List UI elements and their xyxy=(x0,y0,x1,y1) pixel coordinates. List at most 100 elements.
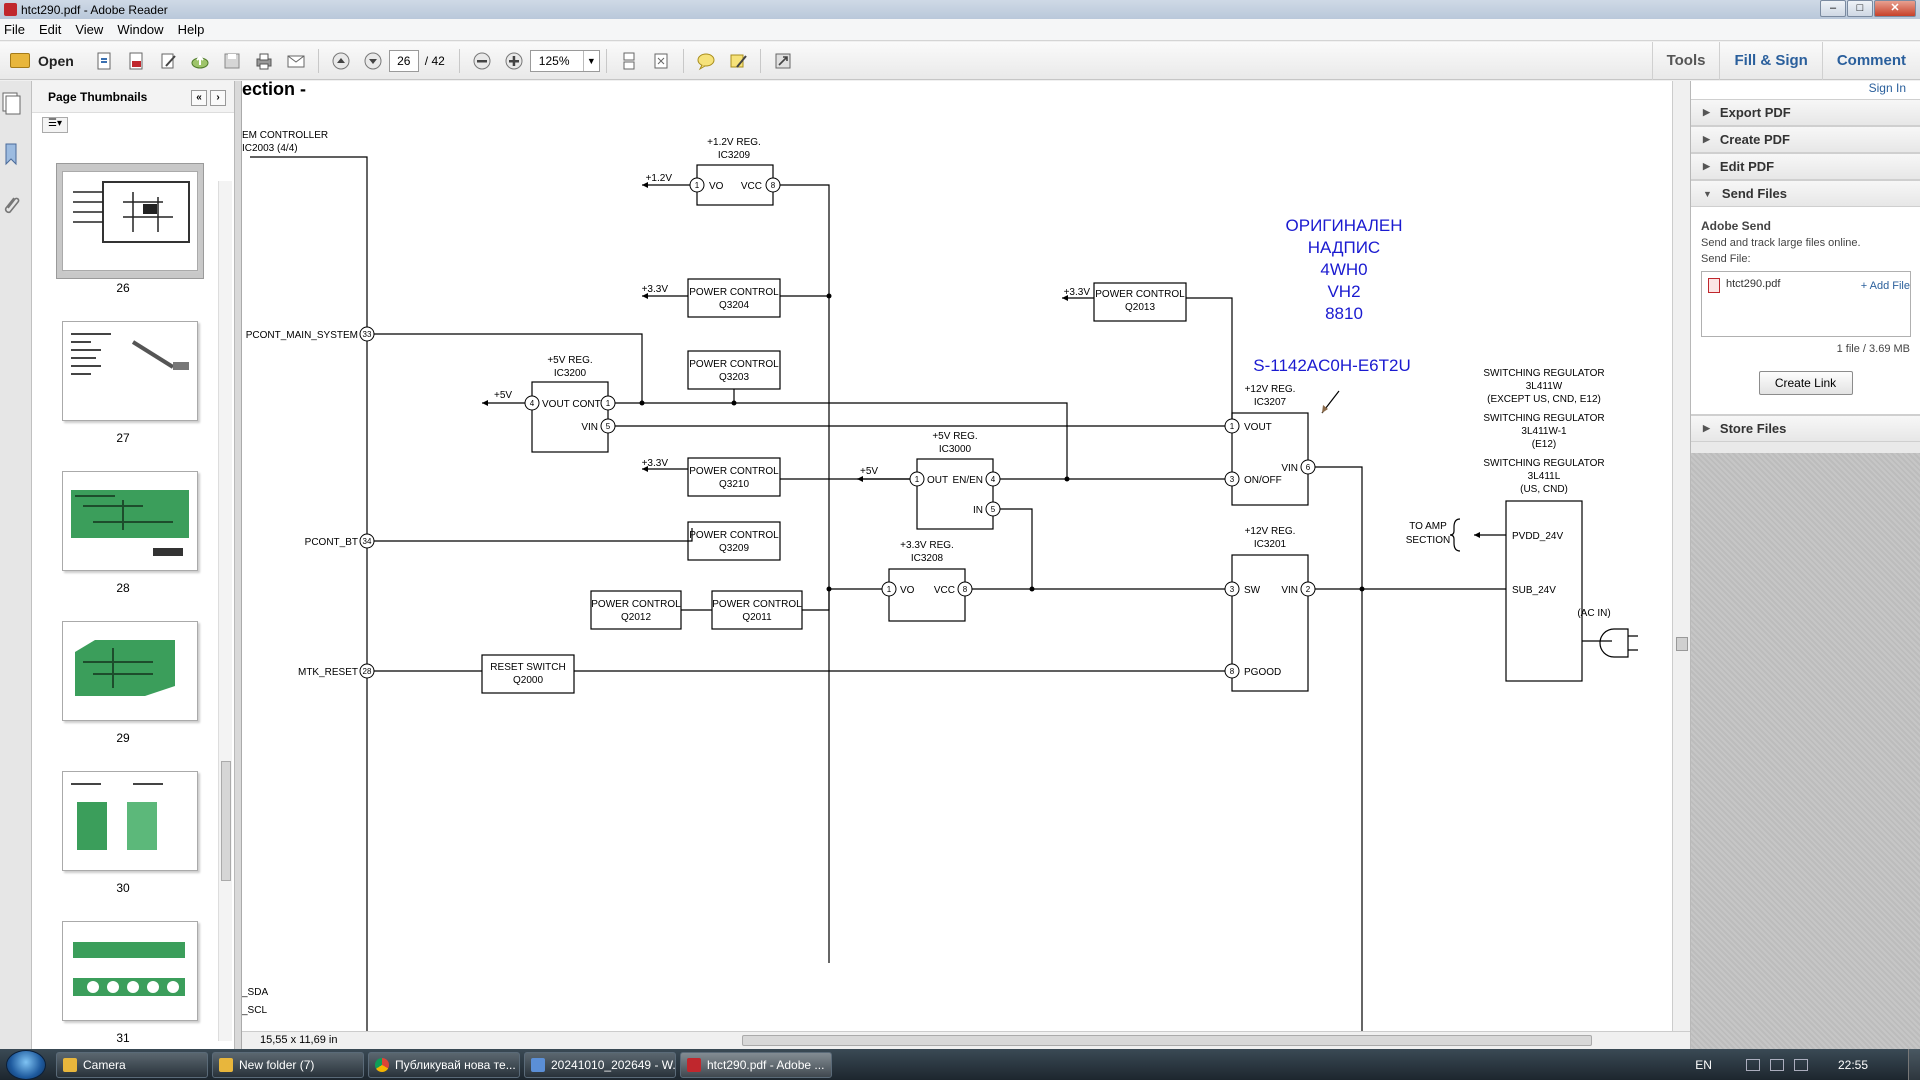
toolbar-separator xyxy=(759,48,761,73)
panel-splitter[interactable] xyxy=(235,81,242,1049)
section-label: Export PDF xyxy=(1719,105,1791,120)
save-icon[interactable] xyxy=(219,48,245,74)
send-file-label: Send File: xyxy=(1701,253,1751,265)
pin-name: VOUT xyxy=(1244,422,1272,433)
sign-in-link[interactable]: Sign In xyxy=(1691,81,1920,99)
document-vertical-scrollbar[interactable] xyxy=(1672,81,1690,1031)
ic-label: +1.2V REG. xyxy=(707,137,761,148)
pdf-file-icon xyxy=(1708,278,1720,293)
scrollbar-thumb[interactable] xyxy=(1676,637,1688,651)
clock[interactable]: 22:55 xyxy=(1837,1057,1868,1072)
menu-edit[interactable]: Edit xyxy=(38,22,62,37)
email-icon[interactable] xyxy=(283,48,309,74)
switching-label: (EXCEPT US, CND, E12) xyxy=(1487,394,1601,405)
taskbar-item-camera[interactable]: Camera xyxy=(56,1051,208,1078)
tab-fill-sign[interactable]: Fill & Sign xyxy=(1719,42,1821,80)
start-button[interactable] xyxy=(6,1049,46,1080)
language-indicator[interactable]: EN xyxy=(1695,1057,1712,1072)
toolbar-separator xyxy=(605,48,607,73)
menu-file[interactable]: File xyxy=(4,22,25,37)
page-total: / 42 xyxy=(424,53,445,68)
network-icon[interactable] xyxy=(1769,1058,1784,1071)
thumbnails-panel: Page Thumbnails « › ☰▾ 26 27 28 xyxy=(32,81,235,1049)
scrollbar-thumb[interactable] xyxy=(221,761,231,881)
page-thumbnails-icon[interactable] xyxy=(0,91,22,115)
annotation-line: VH2 xyxy=(1327,282,1360,301)
fit-page-icon[interactable] xyxy=(648,48,674,74)
edit-icon[interactable] xyxy=(155,48,181,74)
menu-help[interactable]: Help xyxy=(177,22,205,37)
upload-cloud-icon[interactable] xyxy=(187,48,213,74)
create-link-button[interactable]: Create Link xyxy=(1758,371,1853,395)
highlight-icon[interactable] xyxy=(725,48,751,74)
add-file-link[interactable]: + Add File xyxy=(1860,280,1910,292)
minimize-button[interactable]: – xyxy=(1820,0,1846,17)
thumbnails-scrollbar[interactable] xyxy=(218,181,232,1041)
section-export-pdf[interactable]: ▶Export PDF xyxy=(1691,99,1920,126)
print-icon[interactable] xyxy=(251,48,277,74)
zoom-select[interactable]: 125%▼ xyxy=(529,49,600,72)
pin-name: VIN xyxy=(581,422,598,433)
section-label: Send Files xyxy=(1721,186,1787,201)
taskbar-item-new-folder[interactable]: New folder (7) xyxy=(212,1051,364,1078)
menu-view[interactable]: View xyxy=(75,22,104,37)
send-files-panel: Adobe Send Send and track large files on… xyxy=(1691,207,1920,415)
open-button[interactable]: Open xyxy=(10,53,74,69)
adobe-send-title: Adobe Send xyxy=(1701,219,1772,233)
volume-icon[interactable] xyxy=(1793,1058,1808,1071)
thumbnail-options-button[interactable]: ☰▾ xyxy=(42,117,68,133)
comment-icon[interactable] xyxy=(693,48,719,74)
section-store-files[interactable]: ▶Store Files xyxy=(1691,415,1920,442)
pin-label: PCONT_MAIN_SYSTEM xyxy=(246,330,358,341)
rail-label: +5V xyxy=(494,390,512,401)
close-button[interactable]: ✕ xyxy=(1874,0,1916,17)
previous-page-icon[interactable] xyxy=(328,48,354,74)
section-edit-pdf[interactable]: ▶Edit PDF xyxy=(1691,153,1920,180)
section-send-files[interactable]: ▼Send Files xyxy=(1691,180,1920,207)
section-create-pdf[interactable]: ▶Create PDF xyxy=(1691,126,1920,153)
rail-label: +3.3V xyxy=(1064,287,1091,298)
pin-number: 1 xyxy=(1230,422,1235,431)
pin-name: IN xyxy=(973,505,983,516)
tray-arrow-icon[interactable] xyxy=(1745,1058,1760,1071)
page-number-input[interactable]: 26 xyxy=(388,49,419,72)
triangle-right-icon: ▶ xyxy=(1703,423,1710,433)
section-label: Create PDF xyxy=(1719,132,1790,147)
taskbar-item-chrome[interactable]: Публикувай нова те... xyxy=(368,1051,520,1078)
create-pdf-icon[interactable] xyxy=(91,48,117,74)
pin-number: 4 xyxy=(530,399,535,408)
zoom-out-icon[interactable] xyxy=(469,48,495,74)
menu-window[interactable]: Window xyxy=(117,22,164,37)
file-list[interactable]: htct290.pdf xyxy=(1701,271,1911,337)
thumbnails-title: Page Thumbnails xyxy=(48,89,148,104)
export-pdf-icon[interactable] xyxy=(123,48,149,74)
scrollbar-thumb[interactable] xyxy=(742,1035,1592,1046)
pin-number: 3 xyxy=(1230,585,1235,594)
fullscreen-icon[interactable] xyxy=(770,48,796,74)
tab-comment[interactable]: Comment xyxy=(1821,42,1920,80)
document-view[interactable]: ection - EM CONTROLLER IC2003 (4/4) PCON… xyxy=(242,81,1672,1031)
maximize-button[interactable]: □ xyxy=(1847,0,1873,17)
expand-panel-button[interactable]: › xyxy=(210,90,226,106)
attachment-icon[interactable] xyxy=(0,193,22,217)
bookmark-icon[interactable] xyxy=(0,142,22,166)
pin-name: VCC xyxy=(741,181,762,192)
ic-label: +5V REG. xyxy=(547,355,592,366)
task-label: 20241010_202649 - W... xyxy=(551,1057,676,1072)
scrolling-mode-icon[interactable] xyxy=(616,48,642,74)
taskbar-item-photo[interactable]: 20241010_202649 - W... xyxy=(524,1051,676,1078)
taskbar-item-adobe-reader[interactable]: htct290.pdf - Adobe ... xyxy=(680,1051,832,1078)
collapse-panel-button[interactable]: « xyxy=(191,90,207,106)
block-label: Q3210 xyxy=(719,479,749,490)
pin-number: 3 xyxy=(1230,475,1235,484)
show-desktop-button[interactable] xyxy=(1908,1049,1920,1080)
ic-label: IC3207 xyxy=(1254,397,1287,408)
tab-tools[interactable]: Tools xyxy=(1651,42,1720,80)
document-horizontal-scrollbar[interactable]: 15,55 x 11,69 in xyxy=(242,1031,1690,1049)
next-page-icon[interactable] xyxy=(360,48,386,74)
pin-label: _SCL xyxy=(242,1005,267,1016)
ic-label: IC3201 xyxy=(1254,539,1287,550)
zoom-in-icon[interactable] xyxy=(501,48,527,74)
block-label: POWER CONTROL xyxy=(591,599,681,610)
pin-number: 34 xyxy=(363,537,372,546)
